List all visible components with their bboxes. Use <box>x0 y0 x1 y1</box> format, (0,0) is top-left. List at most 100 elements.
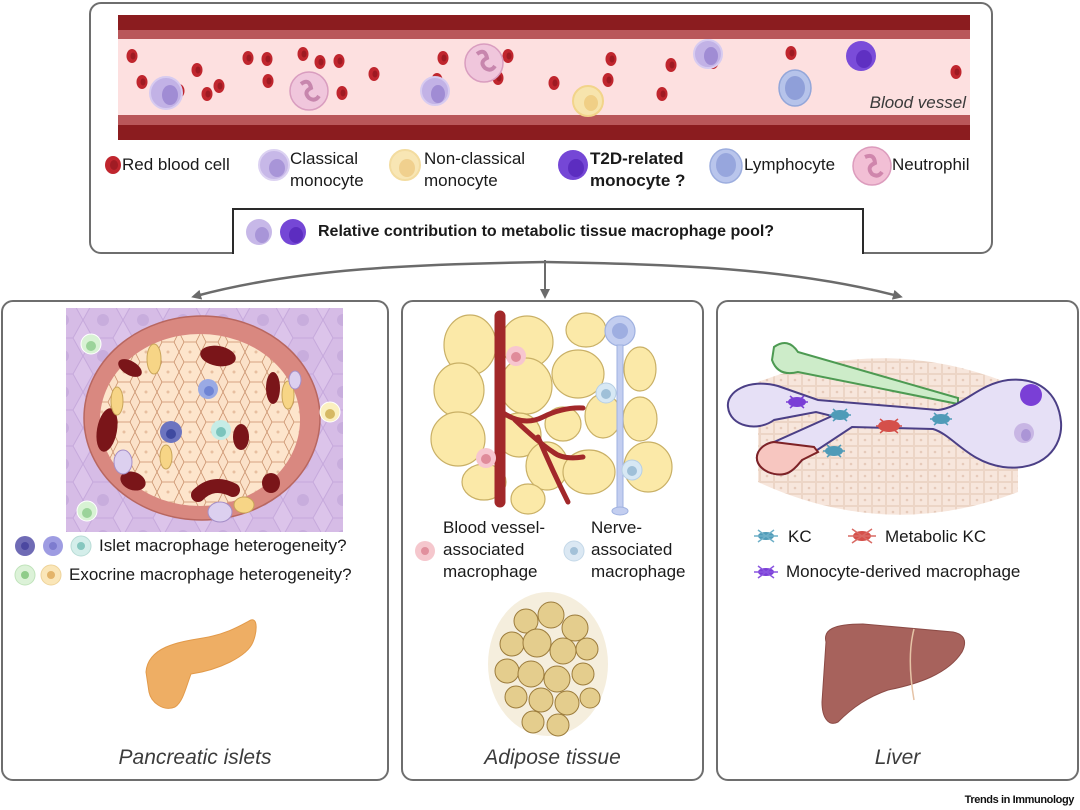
red-blood-cell-icon <box>602 73 614 87</box>
t2d-related-monocyte-icon <box>846 41 876 71</box>
blood-vessel-associated-macrophage-icon <box>506 346 526 366</box>
exocrine-macrophage-icon <box>319 401 341 423</box>
legend-nonclassical-line2: monocyte <box>424 171 498 190</box>
legend-classical-line2: monocyte <box>290 171 364 190</box>
monocyte-derived-macrophage-icon <box>754 565 778 579</box>
metabolic-kc-icon <box>848 528 876 544</box>
branch-arrows <box>191 260 903 300</box>
nerve-associated-macrophage-icon <box>563 540 585 562</box>
islet-macrophage-icon <box>211 420 231 440</box>
adipose-blood-vessel <box>494 310 586 508</box>
t2d-related-monocyte-icon <box>558 150 588 180</box>
portal-venule <box>755 440 820 476</box>
red-blood-cell-icon <box>548 76 560 90</box>
pancreas-organ-icon <box>145 619 257 709</box>
red-blood-cell-icon <box>262 74 274 88</box>
vessel-lumen <box>118 39 970 115</box>
non-classical-monocyte-icon <box>572 85 604 117</box>
red-blood-cell-icon <box>126 49 138 63</box>
lymphocyte-icon <box>709 148 743 184</box>
liver-caption: Liver <box>874 746 921 769</box>
bv-macrophage-line3: macrophage <box>443 562 538 581</box>
red-blood-cell-icon <box>336 86 348 100</box>
red-blood-cell-icon <box>201 87 213 101</box>
classical-monocyte-icon <box>149 76 183 110</box>
adipose-illustration <box>430 310 673 737</box>
legend-lymphocyte: Lymphocyte <box>744 155 836 174</box>
lymphocyte-icon <box>778 69 812 107</box>
legend-t2d-line1: T2D-related <box>590 149 684 168</box>
pancreatic-islet-illustration <box>66 308 343 709</box>
liver-sinusoid-illustration <box>726 342 1063 724</box>
exocrine-macrophage-icons <box>14 564 62 586</box>
kc-icon <box>754 529 778 543</box>
classical-monocyte-icon <box>693 39 723 69</box>
adipose-panel: Blood vessel- associated macrophage Nerv… <box>401 300 704 781</box>
liver-panel: KC Metabolic KC Monocyte-derived macroph… <box>716 300 1079 781</box>
kc-icon <box>930 412 952 426</box>
exocrine-macrophage-icon <box>80 333 102 355</box>
non-classical-monocyte-icon <box>389 149 421 181</box>
t2d-related-monocyte-icon <box>1020 384 1042 406</box>
red-blood-cell-icon <box>136 75 148 89</box>
red-blood-cell-icon <box>213 79 225 93</box>
blood-vessel-label: Blood vessel <box>870 93 968 112</box>
question-text: Relative contribution to metabolic tissu… <box>318 223 775 240</box>
legend-red-blood-cell: Red blood cell <box>122 155 230 174</box>
red-blood-cell-icon <box>314 55 326 69</box>
classical-monocyte-icon <box>246 219 272 245</box>
legend-nonclassical-line1: Non-classical <box>424 149 526 168</box>
bv-macrophage-line2: associated <box>443 540 525 559</box>
islet-macrophage-icon <box>198 379 218 399</box>
nerve-associated-macrophage-icon <box>595 382 617 404</box>
t2d-related-monocyte-icon <box>280 219 306 245</box>
red-blood-cell-icon <box>333 54 345 68</box>
arrow-to-pancreas <box>191 260 546 300</box>
blood-vessel-associated-macrophage-icon <box>415 541 435 561</box>
red-blood-cell-icon <box>261 52 273 66</box>
legend-neutrophil: Neutrophil <box>892 155 970 174</box>
red-blood-cell-icon <box>368 67 380 81</box>
bv-macrophage-line1: Blood vessel- <box>443 518 546 537</box>
arrow-to-liver <box>544 260 903 300</box>
legend-t2d-line2: monocyte ? <box>590 171 686 190</box>
red-blood-cell-icon <box>191 63 203 77</box>
classical-monocyte-icon <box>420 76 450 106</box>
metabolic-kc-icon <box>876 418 902 434</box>
classical-monocyte-icon <box>258 149 290 181</box>
red-blood-cell-icon <box>656 87 668 101</box>
blood-vessel-associated-macrophage-icon <box>476 448 496 468</box>
adipocytes <box>430 312 673 515</box>
liver-organ-icon <box>821 623 966 724</box>
red-blood-cell-icon <box>437 51 449 65</box>
exocrine-macrophage-icon <box>76 500 98 522</box>
metabolic-kc-label: Metabolic KC <box>885 527 987 546</box>
classical-monocyte-icon <box>1014 423 1034 443</box>
pancreatic-islets-caption: Pancreatic islets <box>118 746 272 769</box>
islet-macrophage-icons <box>15 535 92 557</box>
exocrine-macrophage-label: Exocrine macrophage heterogeneity? <box>69 565 352 584</box>
nerve-associated-macrophage-icon <box>621 459 643 481</box>
red-blood-cell-icon <box>950 65 962 79</box>
legend-classical-line1: Classical <box>290 149 359 168</box>
neutrophil-icon <box>852 146 892 186</box>
blood-vessel-illustration: Blood vessel <box>118 15 970 140</box>
red-blood-cell-icon <box>785 46 797 60</box>
islet-macrophage-icon <box>160 421 182 443</box>
nerve-macrophage-line2: associated <box>591 540 673 559</box>
pancreas-panel: Islet macrophage heterogeneity? Exocrine… <box>1 300 389 781</box>
kc-icon <box>829 408 851 422</box>
blood-vessel-panel: Blood vessel Red blood cell Classical mo… <box>89 2 993 254</box>
kc-label: KC <box>788 527 812 546</box>
red-blood-cell-icon <box>605 52 617 66</box>
adipose-tissue-caption: Adipose tissue <box>484 746 621 769</box>
neutrophil-icon <box>464 43 504 83</box>
monocyte-derived-macrophage-icon <box>786 395 808 409</box>
red-blood-cell-icon <box>665 58 677 72</box>
adipose-nerve <box>604 315 636 516</box>
neutrophil-icon <box>289 71 329 111</box>
red-blood-cell-icon <box>297 47 309 61</box>
nerve-macrophage-line3: macrophage <box>591 562 686 581</box>
red-blood-cell-icon <box>105 156 121 174</box>
red-blood-cell-icon <box>502 49 514 63</box>
